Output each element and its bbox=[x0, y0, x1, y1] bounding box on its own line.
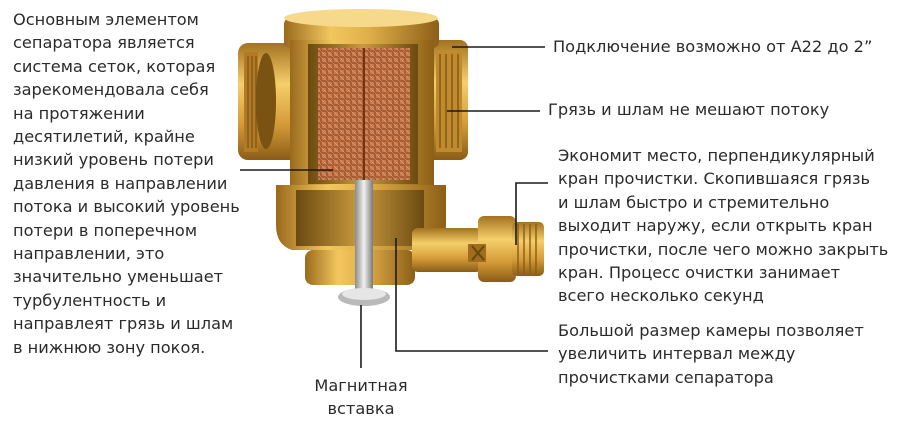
inlet-fitting bbox=[238, 43, 300, 160]
annotation-chamber: Большой размер камеры позволяет увеличит… bbox=[558, 321, 864, 387]
left-annotation: Основным элементом сепаратора является с… bbox=[13, 10, 240, 357]
separator-body bbox=[276, 9, 446, 306]
drain-valve bbox=[412, 216, 544, 282]
annotation-drain-valve: Экономит место, перпендикулярный кран пр… bbox=[558, 146, 889, 306]
annotation-dirt-flow: Грязь и шлам не мешают потоку bbox=[548, 100, 830, 119]
leader-lines bbox=[240, 46, 548, 368]
annotation-magnetic-insert: Магнитная вставка bbox=[314, 376, 408, 419]
annotation-connection: Подключение возможно от А22 до 2” bbox=[553, 37, 873, 56]
magnetic-rod bbox=[355, 180, 373, 295]
